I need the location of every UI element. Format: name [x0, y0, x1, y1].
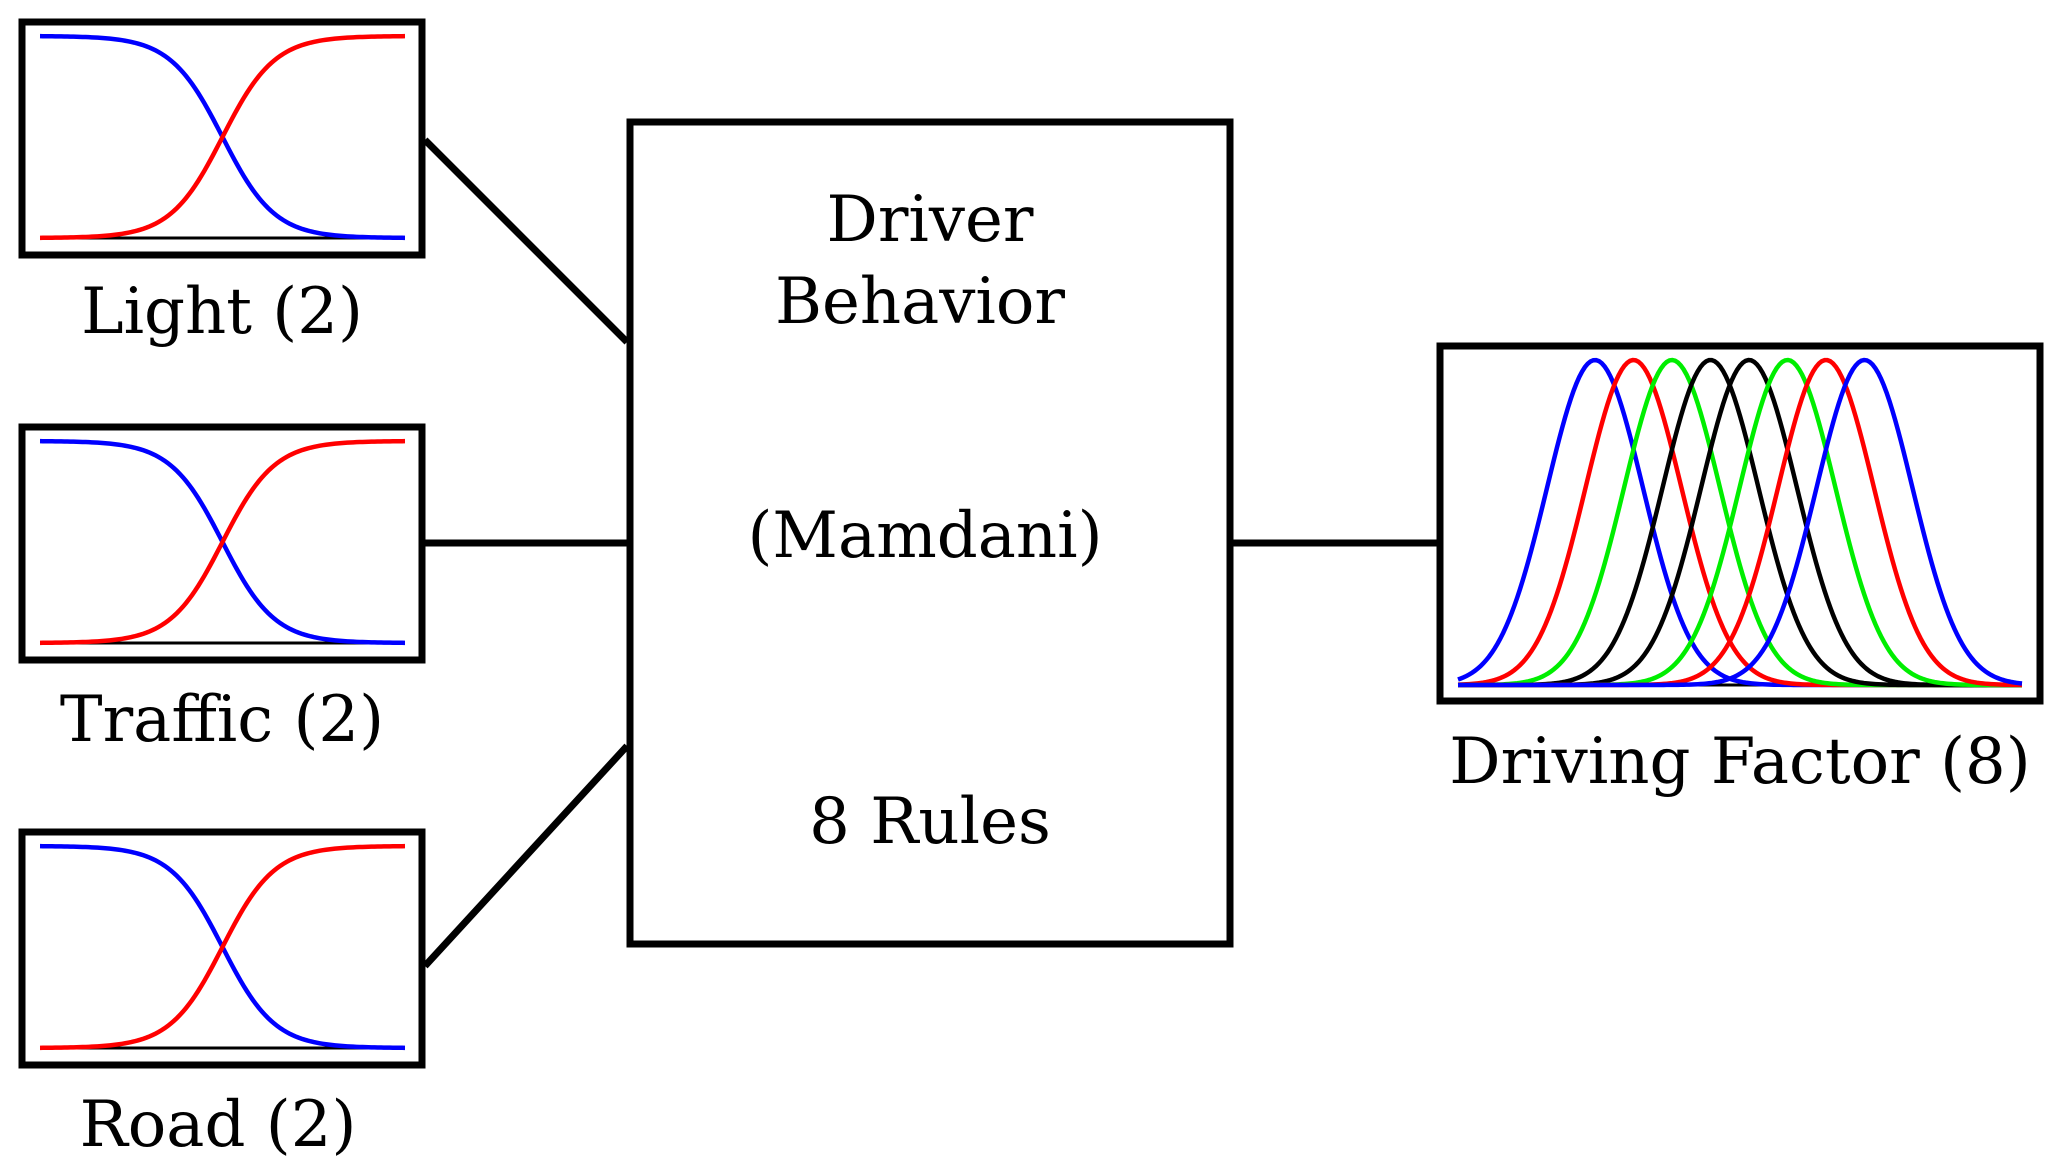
input-mf-curves-road: [39, 843, 406, 1051]
output-mf-curve-8: [1458, 357, 2023, 688]
mf-high-curve: [39, 33, 406, 241]
input-label-traffic: Traffic (2): [59, 683, 385, 757]
input-label-road: Road (2): [79, 1088, 357, 1162]
input-mf-curves-traffic: [39, 438, 406, 646]
system-title-line1: Driver: [826, 183, 1034, 257]
fis-system-box: [626, 118, 1234, 948]
output-mf-box: [1436, 342, 2044, 705]
connector-light: [422, 137, 630, 345]
system-rules: 8 Rules: [809, 785, 1051, 859]
input-label-light: Light (2): [81, 275, 363, 349]
connector-road: [422, 743, 630, 969]
output-label: Driving Factor (8): [1449, 725, 2031, 799]
input-mf-curves-light: [39, 33, 406, 241]
input-mf-box-road: [18, 828, 426, 1069]
output-mf-curve-4: [1458, 357, 2022, 688]
system-title-line2: Behavior: [774, 265, 1066, 339]
mf-high-curve: [39, 843, 406, 1051]
system-type: (Mamdani): [747, 499, 1103, 573]
input-mf-box-light: [18, 18, 426, 259]
mf-high-curve: [39, 438, 406, 646]
output-mf-curves: [1457, 357, 2023, 688]
input-mf-box-traffic: [18, 423, 426, 664]
